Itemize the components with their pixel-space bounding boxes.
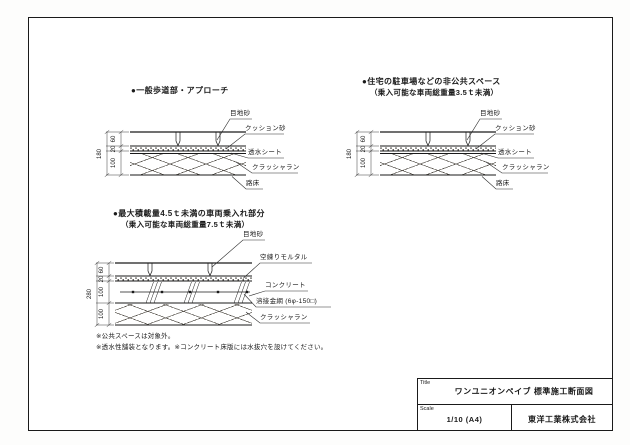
layer-label-subgrade: 路床 <box>496 180 510 187</box>
company-cell: 東洋工業株式会社 <box>512 405 612 430</box>
scale-label: Scale <box>420 406 434 412</box>
cushion-sand-texture <box>130 146 246 151</box>
layer-label-crusher-run: クラッシャラン <box>260 314 308 321</box>
cushion-sand-texture <box>380 146 496 151</box>
dim-number: 100 <box>111 158 117 169</box>
dim-number-total: 280 <box>87 289 93 300</box>
section3-title: ●最大積載量4.5ｔ未満の車両乗入れ部分 <box>113 209 265 218</box>
layer-label-joint-sand: 目地砂 <box>243 231 264 238</box>
layer-label-joint-sand: 目地砂 <box>230 110 251 117</box>
dim-number: 100 <box>99 287 105 298</box>
title-block-scale-row: Scale 1/10 (A4) 東洋工業株式会社 <box>418 405 612 430</box>
note-line-2: ※透水性舗装となります。※コンクリート床版には水抜穴を設けてください。 <box>96 344 328 351</box>
drawing-frame <box>28 17 613 431</box>
drawing-title: ワンユニオンペイブ 標準施工断面図 <box>454 387 594 396</box>
company-name: 東洋工業株式会社 <box>528 414 596 424</box>
section3-subtitle: （乗入可能な車両総重量7.5ｔ未満） <box>121 220 250 229</box>
dim-number-total: 180 <box>347 148 353 159</box>
dim-number: 100 <box>361 158 367 169</box>
scale-value: 1/10 (A4) <box>446 414 483 424</box>
layer-label-subgrade: 路床 <box>246 180 260 187</box>
dim-number: 100 <box>99 309 105 320</box>
layer-label-crusher-run: クラッシャラン <box>502 164 550 171</box>
layer-label-concrete: コンクリート <box>265 282 306 289</box>
scale-cell: Scale 1/10 (A4) <box>418 405 512 430</box>
crusher-run-hatch <box>130 154 246 175</box>
dim-number-total: 180 <box>97 148 103 159</box>
section1-title: ●一般歩道部・アプローチ <box>131 86 229 95</box>
layer-label-joint-sand: 目地砂 <box>480 110 501 117</box>
layer-label-dry-mortar: 空練りモルタル <box>260 254 308 261</box>
mortar-texture <box>115 276 252 281</box>
layer-label-permeable-sheet: 透水シート <box>498 149 532 156</box>
title-label: Title <box>420 380 431 386</box>
section2-subtitle: （乗入可能な車両総重量3.5ｔ未満） <box>370 88 499 97</box>
layer-label-crusher-run: クラッシャラン <box>252 164 300 171</box>
title-block-title-row: Title ワンユニオンペイブ 標準施工断面図 <box>418 379 612 405</box>
title-block: Title ワンユニオンペイブ 標準施工断面図 Scale 1/10 (A4) … <box>417 378 612 430</box>
crusher-run-hatch <box>380 154 496 175</box>
layer-label-cushion-sand: クッション砂 <box>245 125 286 132</box>
layer-label-cushion-sand: クッション砂 <box>495 125 536 132</box>
layer-label-welded-wire-mesh: 溶接金網 (6φ-150□) <box>256 298 318 305</box>
crusher-run-hatch <box>115 303 252 325</box>
layer-label-permeable-sheet: 透水シート <box>248 149 282 156</box>
note-line-1: ※公共スペースは対象外。 <box>96 333 175 340</box>
section2-title: ●住宅の駐車場などの非公共スペース <box>362 77 501 86</box>
